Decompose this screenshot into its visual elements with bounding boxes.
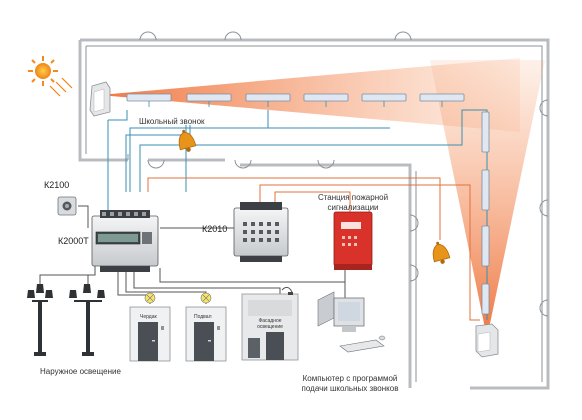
lamp-post-icon bbox=[27, 284, 53, 356]
motion-sensor-icon bbox=[475, 323, 499, 358]
light-ticks bbox=[148, 101, 443, 107]
basement-label: Подвал bbox=[194, 314, 212, 320]
lamp-post-icon bbox=[69, 284, 105, 356]
wall-openings bbox=[139, 31, 549, 317]
motion-sensor-icon bbox=[89, 81, 111, 117]
building-walls bbox=[78, 38, 550, 390]
school-bell-label: Школьный звонок bbox=[139, 117, 205, 127]
light-bulb-icon bbox=[144, 292, 156, 304]
door-icon bbox=[129, 306, 171, 362]
k2010-module bbox=[233, 202, 289, 262]
door-icon bbox=[185, 306, 227, 362]
fire-station-label: Станция пожарной сигнализации bbox=[317, 193, 389, 212]
k2100-label: К2100 bbox=[44, 180, 70, 190]
building-inner-walls bbox=[85, 45, 543, 382]
k2000t-label: К2000Т bbox=[58, 236, 89, 246]
facade-lighting-icon bbox=[241, 286, 299, 361]
corridor-lights-vertical bbox=[481, 111, 490, 315]
bell-icon bbox=[432, 241, 451, 264]
school-bell-text: Школьный звонок bbox=[139, 117, 205, 126]
attic-label: Чердак bbox=[140, 314, 157, 320]
computer-icon bbox=[317, 291, 386, 353]
bell-icon bbox=[178, 129, 197, 152]
outdoor-lighting-label: Наружное освещение bbox=[40, 367, 121, 376]
k2000t-controller bbox=[91, 210, 159, 272]
sun-icon bbox=[28, 56, 73, 97]
k2100-device bbox=[57, 196, 77, 216]
facade-label: Фасадное освещение bbox=[257, 318, 283, 330]
k2010-label: К2010 bbox=[202, 224, 228, 234]
corridor-lights-horizontal bbox=[126, 93, 465, 102]
light-bulb-icon bbox=[200, 292, 212, 304]
fire-alarm-panel bbox=[333, 211, 373, 270]
computer-label: Компьютер с программой подачи школьных з… bbox=[301, 374, 399, 393]
